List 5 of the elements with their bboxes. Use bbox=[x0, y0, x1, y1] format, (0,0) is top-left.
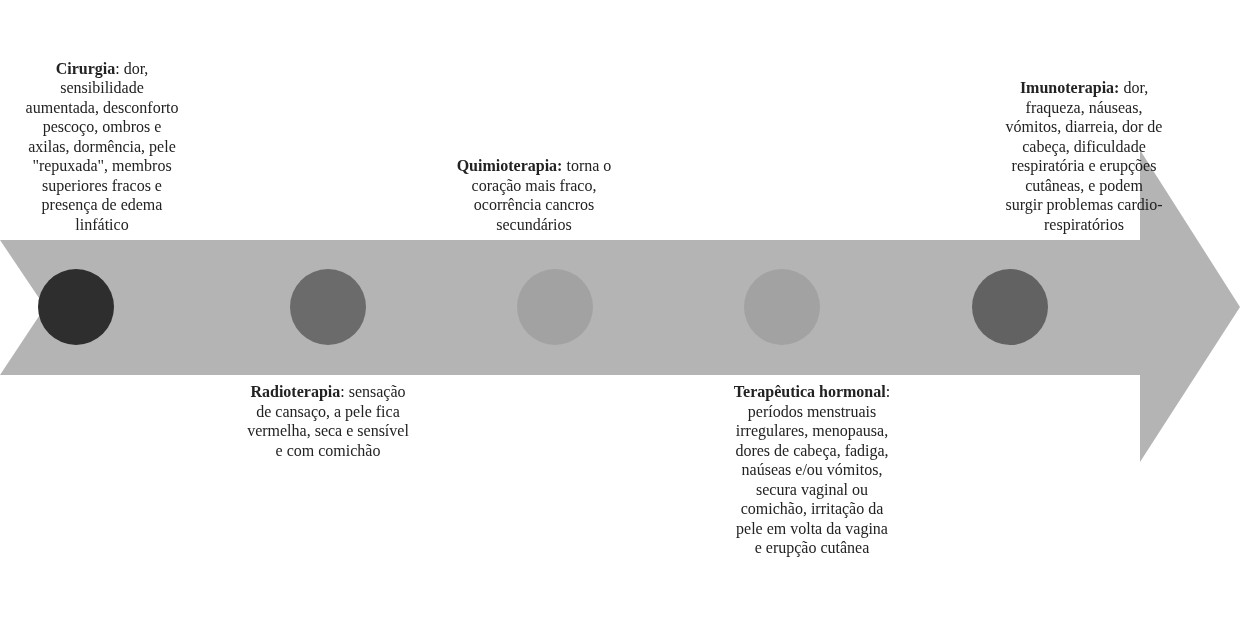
description-text: Terapêutica hormonal: períodos menstruais irregulares, menopausa, dores de cabeça, fadiga, naúseas e/ou vómitos, secura vaginal ou comichão, irritação da pele em volta da vagina e erupção cutânea bbox=[732, 382, 892, 558]
description-text: Imunoterapia: dor, fraqueza, náuseas, vómitos, diarreia, dor de cabeça, dificuldade respiratória e erupções cutâneas, e podem surgir problemas cardio-respiratórios bbox=[1005, 78, 1163, 234]
description-text: Cirurgia: dor, sensibilidade aumentada, desconforto pescoço, ombros e axilas, dormência, pele "repuxada", membros superiores fracos e presença de edema linfático bbox=[24, 58, 180, 234]
description-text: Radioterapia: sensação de cansaço, a pele fica vermelha, seca e sensível e com comichão bbox=[246, 382, 410, 460]
description-text: Quimioterapia: torna o coração mais fraco, ocorrência cancros secundários bbox=[455, 156, 613, 234]
